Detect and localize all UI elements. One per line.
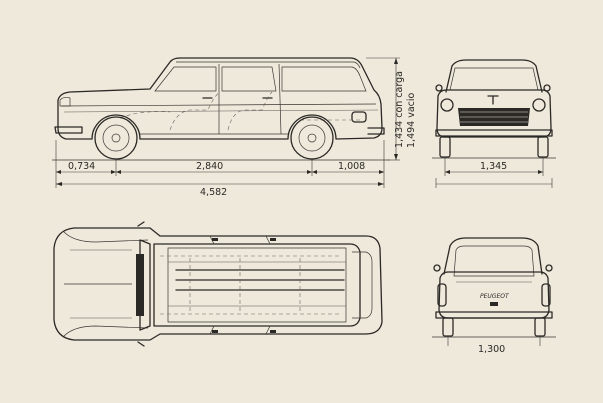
- rear-view: PEUGEOT: [432, 237, 556, 338]
- side-view: [52, 57, 390, 161]
- top-view: [53, 221, 383, 347]
- dim-front-overhang: 0,734: [68, 161, 95, 172]
- dim-height-loaded: 1,434 con carga: [394, 71, 405, 148]
- rear-emblem-text: PEUGEOT: [480, 293, 510, 300]
- side-dimensions: 0,734 2,840 1,008 4,582 1,434 con carga …: [55, 57, 417, 198]
- dim-wheelbase: 2,840: [196, 161, 223, 172]
- dim-height-empty: 1,494 vacio: [406, 92, 417, 148]
- dim-rear-track: 1,300: [478, 344, 505, 355]
- dim-overall-length: 4,582: [200, 187, 227, 198]
- dim-rear-overhang: 1,008: [338, 161, 365, 172]
- front-view: [432, 59, 556, 159]
- rear-dimensions: 1,300: [447, 337, 541, 355]
- front-dimensions: 1,345: [435, 158, 553, 188]
- dim-front-track: 1,345: [480, 161, 507, 172]
